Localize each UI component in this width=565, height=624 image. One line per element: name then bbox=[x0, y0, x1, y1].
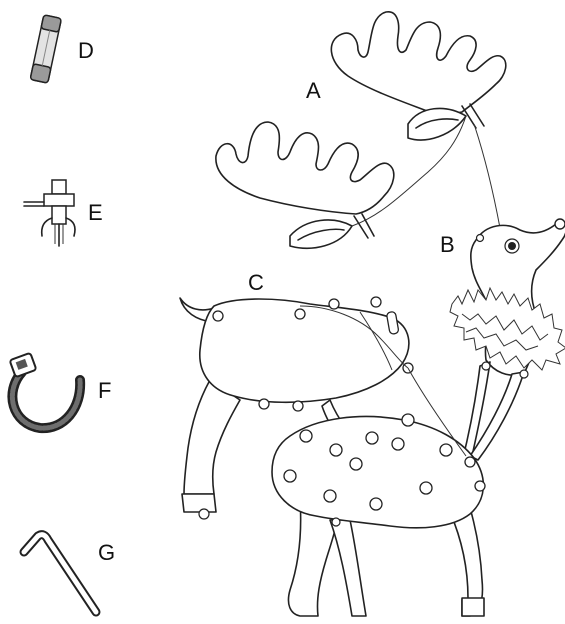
label-f: F bbox=[98, 378, 111, 403]
label-d: D bbox=[78, 38, 94, 63]
label-g: G bbox=[98, 540, 115, 565]
label-c: C bbox=[248, 270, 264, 295]
hex-key-part-g bbox=[24, 535, 96, 612]
stake-part-e bbox=[24, 180, 75, 246]
label-b: B bbox=[440, 232, 455, 257]
fuse-part-d bbox=[30, 15, 61, 83]
head-part-b bbox=[450, 124, 565, 462]
antlers-part-a bbox=[216, 12, 506, 248]
cable-tie-part-f bbox=[10, 353, 81, 428]
lower-body-spotted bbox=[272, 368, 485, 616]
label-a: A bbox=[306, 78, 321, 103]
label-e: E bbox=[88, 200, 103, 225]
